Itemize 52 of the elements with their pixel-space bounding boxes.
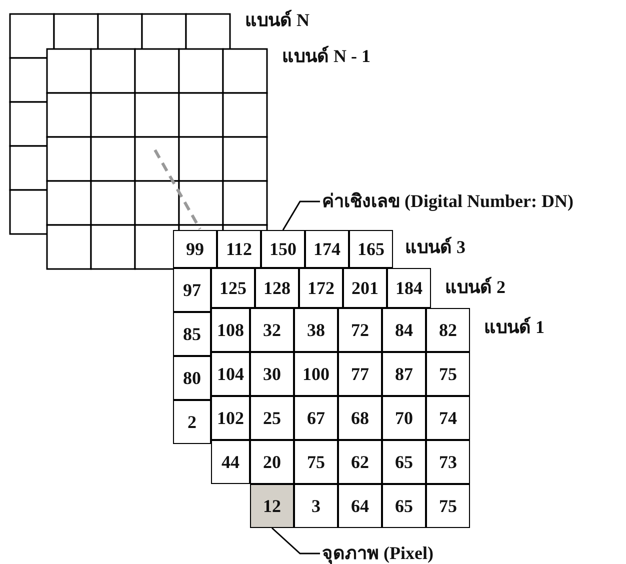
pixel-value-cell: 108 bbox=[211, 308, 250, 352]
pixel-value-cell: 44 bbox=[211, 440, 250, 484]
pixel-value-cell: 184 bbox=[387, 268, 431, 308]
pixel-value-cell: 32 bbox=[250, 308, 294, 352]
pixel-value-cell: 174 bbox=[305, 230, 349, 268]
pixel-value-cell: 65 bbox=[382, 484, 426, 528]
pixel-value-cell: 150 bbox=[261, 230, 305, 268]
pixel-value-cell: 82 bbox=[426, 308, 470, 352]
pixel-value-cell: 165 bbox=[349, 230, 393, 268]
pixel-value-cell: 25 bbox=[250, 396, 294, 440]
pixel-value-cell: 201 bbox=[343, 268, 387, 308]
pixel-value-cell: 75 bbox=[294, 440, 338, 484]
pixel-value-cell: 172 bbox=[299, 268, 343, 308]
pixel-value-cell: 73 bbox=[426, 440, 470, 484]
pixel-value-cell: 77 bbox=[338, 352, 382, 396]
highlighted-pixel-cell: 12 bbox=[250, 484, 294, 528]
pixel-value-cell: 99 bbox=[173, 230, 217, 268]
pixel-value-cell: 87 bbox=[382, 352, 426, 396]
pixel-value-cell: 30 bbox=[250, 352, 294, 396]
pixel-value-cell: 68 bbox=[338, 396, 382, 440]
band-label: แบนด์ 2 bbox=[445, 276, 506, 299]
pixel-value-cell: 104 bbox=[211, 352, 250, 396]
pixel-value-cell: 64 bbox=[338, 484, 382, 528]
pixel-value-cell: 75 bbox=[426, 484, 470, 528]
pixel-value-cell: 112 bbox=[217, 230, 261, 268]
pixel-value-cell: 3 bbox=[294, 484, 338, 528]
pixel-value-cell: 2 bbox=[173, 400, 211, 444]
leader-line bbox=[272, 527, 320, 554]
pixel-value-cell: 75 bbox=[426, 352, 470, 396]
pixel-value-cell: 97 bbox=[173, 268, 211, 312]
pixel-value-cell: 65 bbox=[382, 440, 426, 484]
pixel-value-cell: 74 bbox=[426, 396, 470, 440]
band-label: แบนด์ N bbox=[245, 8, 310, 32]
callout-label: ค่าเชิงเลข (Digital Number: DN) bbox=[322, 186, 574, 215]
pixel-value-cell: 67 bbox=[294, 396, 338, 440]
pixel-value-cell: 62 bbox=[338, 440, 382, 484]
pixel-value-cell: 100 bbox=[294, 352, 338, 396]
callout-label: จุดภาพ (Pixel) bbox=[322, 538, 434, 564]
pixel-value-cell: 125 bbox=[211, 268, 255, 308]
pixel-value-cell: 84 bbox=[382, 308, 426, 352]
band-label: แบนด์ 1 bbox=[484, 316, 544, 339]
pixel-value-cell: 102 bbox=[211, 396, 250, 440]
pixel-value-cell: 72 bbox=[338, 308, 382, 352]
pixel-value-cell: 85 bbox=[173, 312, 211, 356]
pixel-value-cell: 128 bbox=[255, 268, 299, 308]
leader-line bbox=[282, 200, 320, 230]
pixel-value-cell: 38 bbox=[294, 308, 338, 352]
band-label: แบนด์ N - 1 bbox=[282, 44, 370, 68]
pixel-value-cell: 80 bbox=[173, 356, 211, 400]
pixel-value-cell: 20 bbox=[250, 440, 294, 484]
band-label: แบนด์ 3 bbox=[405, 236, 466, 259]
pixel-value-cell: 70 bbox=[382, 396, 426, 440]
